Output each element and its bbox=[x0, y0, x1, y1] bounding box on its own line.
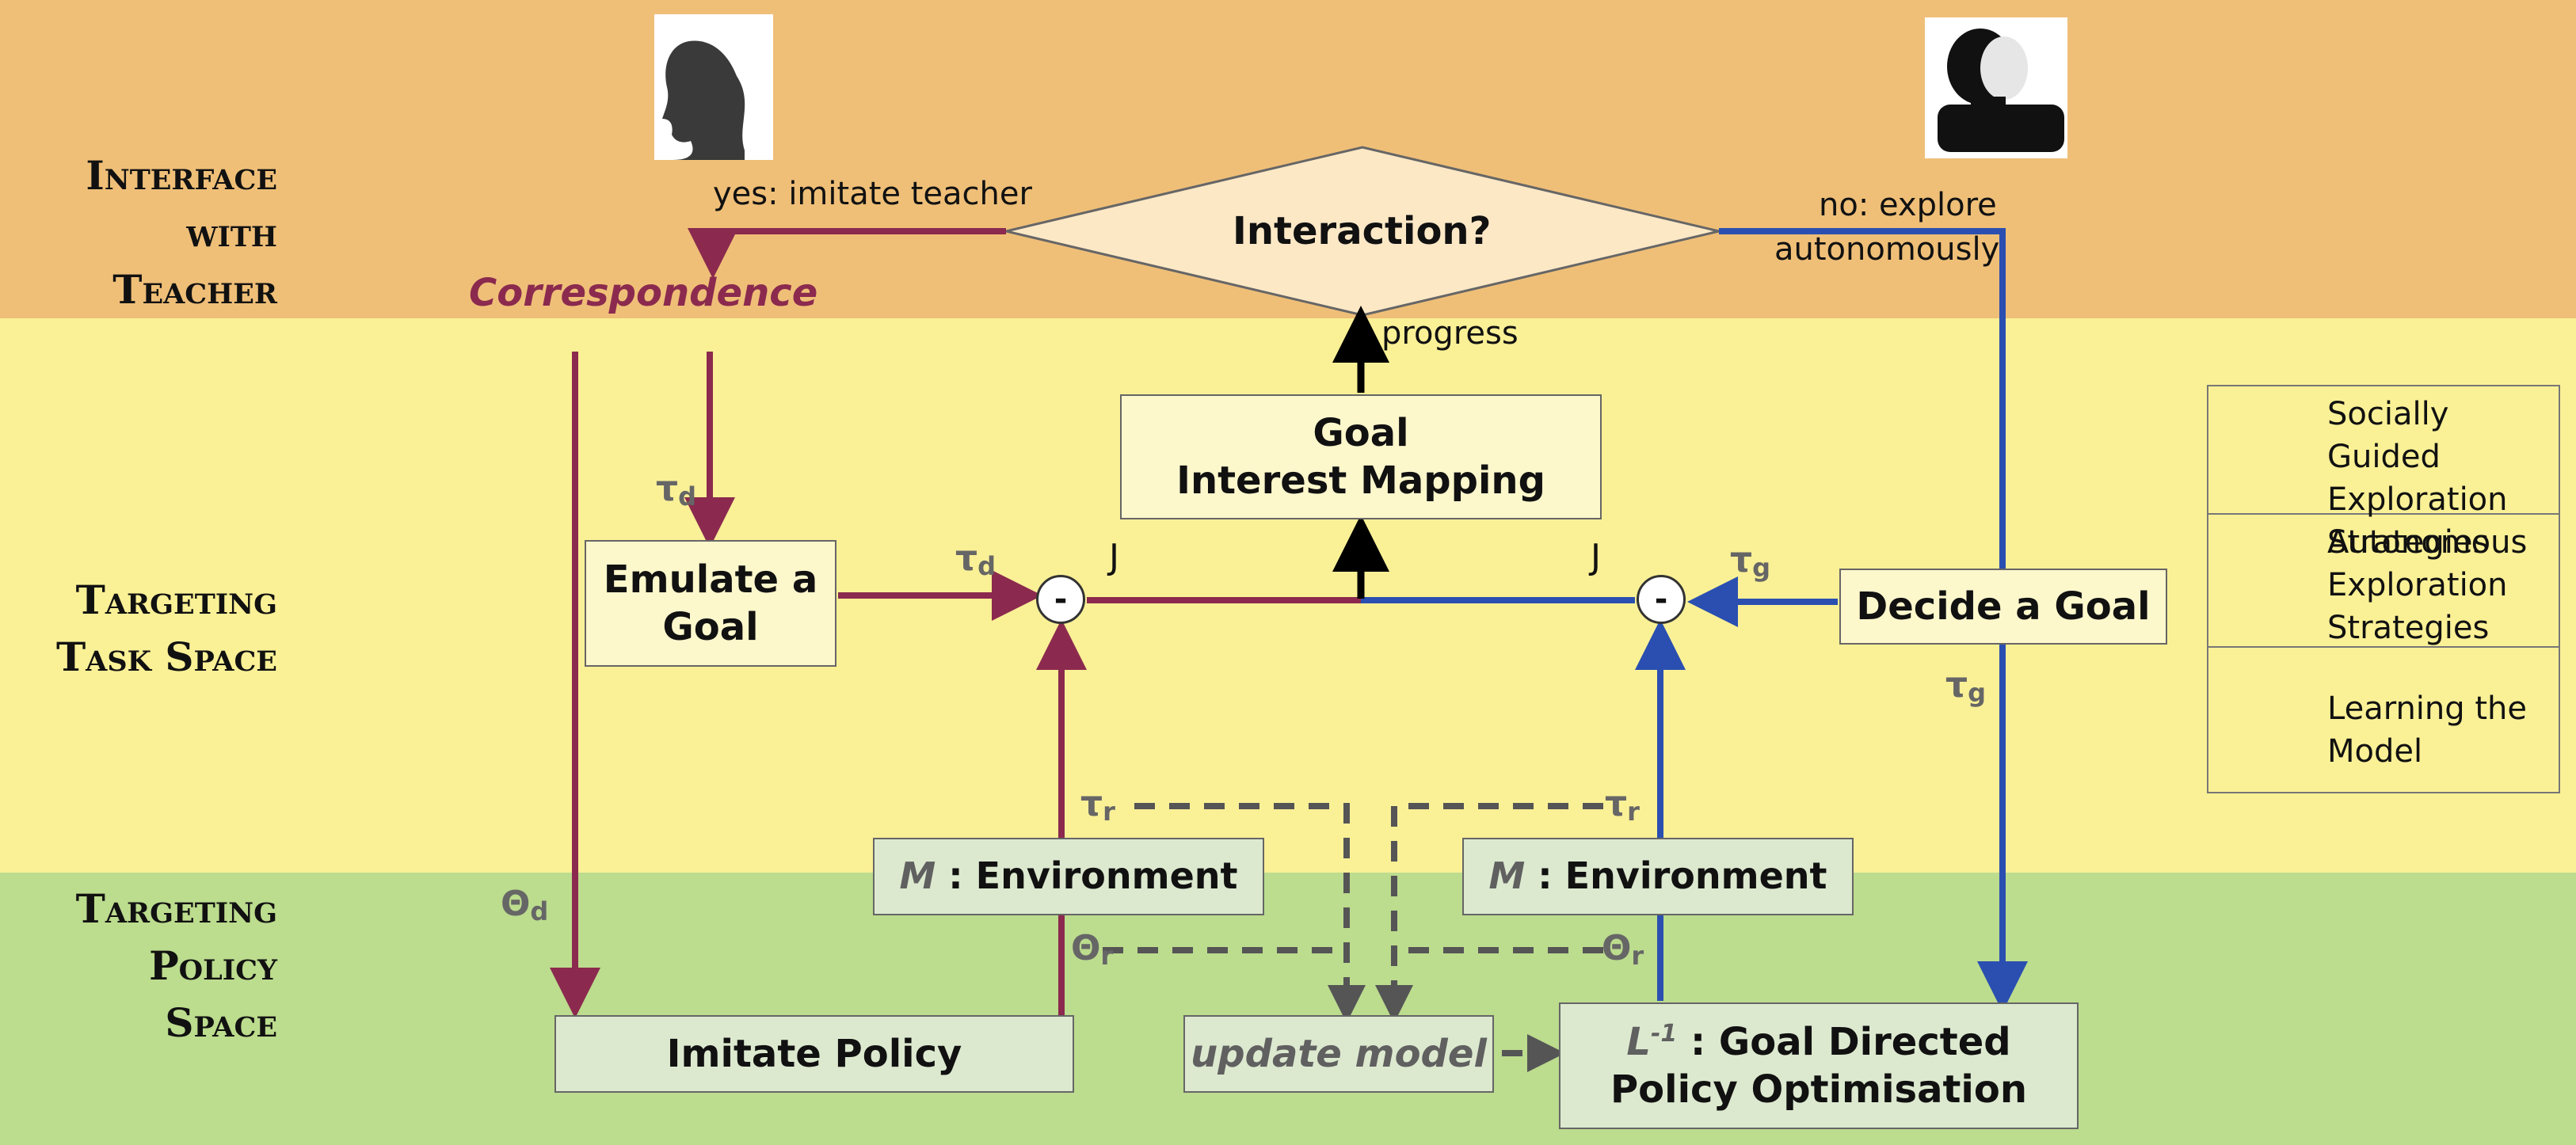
model-learning-paths bbox=[1103, 803, 1603, 1072]
social-paths bbox=[550, 228, 1361, 1018]
theta-d-label: Θd bbox=[501, 884, 549, 926]
goal-directed-policy-box: L-1 : Goal Directed Policy Optimisation bbox=[1559, 1002, 2079, 1129]
theta-r-label-left: Θr bbox=[1071, 928, 1114, 971]
robot-silhouette-icon bbox=[1925, 17, 2067, 158]
environment-box-right: M : Environment bbox=[1462, 838, 1854, 915]
comparison-node-autonomous: - bbox=[1637, 575, 1686, 624]
yes-branch-label: yes: imitate teacher bbox=[713, 176, 1032, 212]
tau-g-label-right: τg bbox=[1945, 665, 1986, 708]
correspondence-label: Correspondence bbox=[469, 271, 818, 315]
tau-d-label-top: τd bbox=[656, 469, 696, 512]
cost-j-label-right: J bbox=[1591, 537, 1601, 577]
environment-box-left: M : Environment bbox=[873, 838, 1264, 915]
autonomous-paths bbox=[1361, 228, 2028, 1012]
progress-label: progress bbox=[1381, 315, 1519, 352]
tau-g-label-mid: τg bbox=[1730, 540, 1770, 583]
no-branch-label-line2: autonomously bbox=[1774, 231, 2000, 268]
comparison-node-social: - bbox=[1036, 575, 1085, 624]
tau-d-label-mid: τd bbox=[955, 538, 996, 581]
no-branch-label-line1: no: explore bbox=[1819, 187, 1997, 223]
update-model-box: update model bbox=[1183, 1015, 1494, 1093]
imitate-policy-box: Imitate Policy bbox=[554, 1015, 1074, 1093]
policy-space-band bbox=[0, 873, 2576, 1145]
cost-j-label-left: J bbox=[1109, 537, 1119, 577]
decide-goal-box: Decide a Goal bbox=[1839, 569, 2167, 645]
interaction-label: Interaction? bbox=[1233, 209, 1492, 253]
theta-r-label-right: Θr bbox=[1602, 928, 1644, 971]
tau-r-label-left: τr bbox=[1080, 784, 1115, 827]
woman-silhouette-icon bbox=[654, 14, 773, 160]
tau-r-label-right: τr bbox=[1605, 784, 1640, 827]
